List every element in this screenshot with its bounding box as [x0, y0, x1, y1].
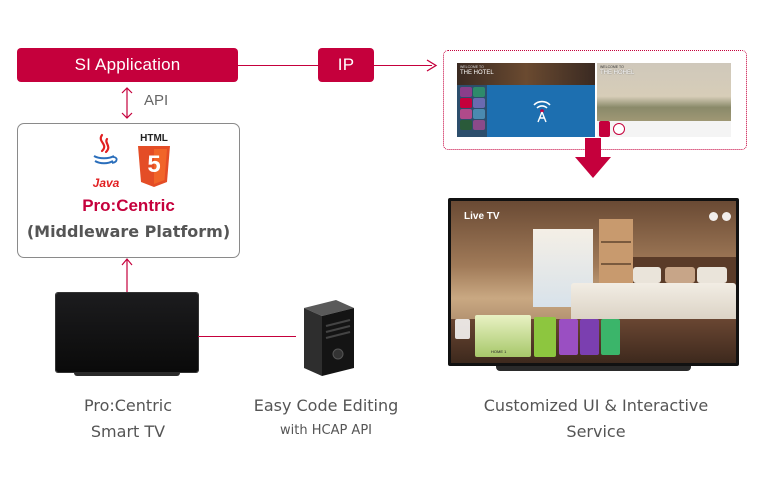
html5-number: 5 — [147, 151, 161, 178]
code-caption-line2: with HCAP API — [280, 423, 372, 438]
preview-right-welcome: WELCOME TO — [600, 65, 624, 69]
smart-tv-image — [56, 293, 198, 377]
connector-tv-server — [198, 336, 296, 337]
connector-ip-preview — [374, 65, 432, 66]
up-arrow-icon — [121, 258, 133, 295]
api-label: API — [144, 92, 169, 109]
html5-top-label: HTML — [140, 133, 168, 144]
middleware-platform-box: Java HTML 5 Pro:Centric (Middleware Plat… — [17, 123, 240, 258]
java-icon — [93, 133, 118, 165]
custom-caption-line2: Service — [566, 422, 626, 441]
home-label: HOME 1 — [491, 349, 507, 354]
procentric-brand: Pro:Centric — [82, 196, 175, 215]
preview-screen-left: WELCOME TO THE HOTEL — [457, 63, 595, 137]
ip-label: IP — [337, 55, 355, 74]
customized-tv-image: Live TV HOME 1 — [448, 198, 739, 374]
java-label: Java — [92, 176, 120, 190]
code-caption-line1: Easy Code Editing — [253, 396, 399, 415]
down-arrow-icon — [575, 138, 611, 178]
connector-si-ip — [238, 65, 318, 66]
preview-left-welcome: WELCOME TO — [460, 65, 484, 69]
tv-caption-line1: Pro:Centric — [83, 396, 173, 415]
server-icon — [304, 300, 354, 376]
html5-icon — [138, 146, 170, 187]
hotel-room-scene: Live TV HOME 1 — [451, 201, 736, 363]
preview-screen-right: WELCOME TO THE HOHEL — [597, 63, 731, 137]
ui-preview-container: WELCOME TO THE HOTEL WELCOME TO THE HOHE… — [443, 50, 747, 150]
preview-left-hotel: THE HOTEL — [460, 70, 494, 76]
middleware-subtitle: (Middleware Platform) — [26, 222, 231, 241]
si-application-box: SI Application — [17, 48, 238, 82]
tv-caption-line2: Smart TV — [90, 422, 166, 441]
up-down-arrow-icon — [121, 87, 133, 119]
preview-right-hotel: THE HOHEL — [600, 70, 635, 76]
arrow-right-icon — [426, 59, 438, 72]
wifi-icon — [533, 100, 551, 123]
ip-box: IP — [318, 48, 374, 82]
live-tv-label: Live TV — [464, 211, 500, 222]
si-application-label: SI Application — [74, 55, 181, 74]
custom-caption-line1: Customized UI & Interactive — [483, 396, 709, 415]
